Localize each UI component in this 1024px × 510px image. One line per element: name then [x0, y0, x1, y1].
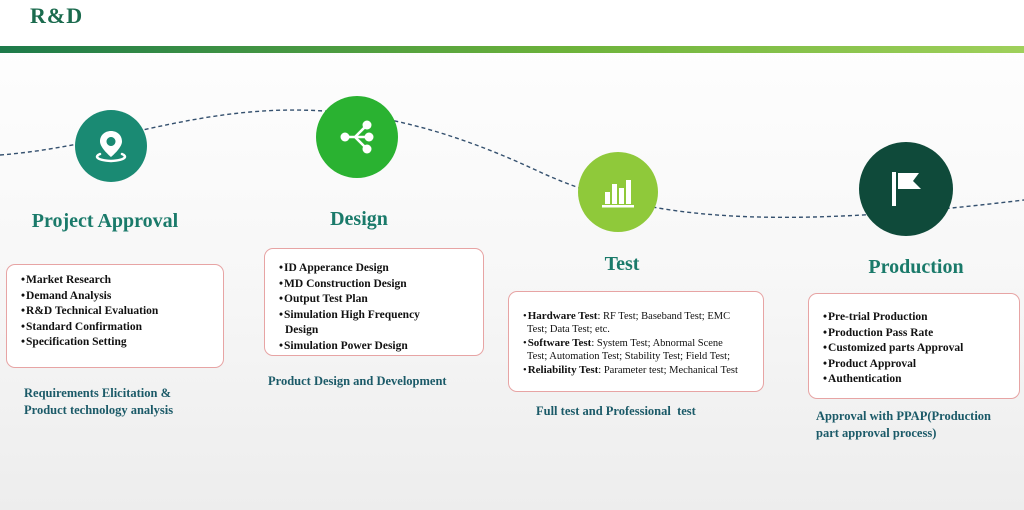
production-title: Production [868, 256, 964, 278]
production-list: •Pre-trial Production •Production Pass R… [823, 310, 1009, 388]
design-list: •ID Apperance Design •MD Construction De… [279, 261, 473, 354]
test-node [578, 152, 658, 232]
list-item: •Simulation Power Design [279, 339, 408, 352]
list-item: •Product Approval [823, 357, 917, 370]
flag-icon [892, 172, 921, 206]
location-pin-icon [95, 131, 127, 163]
test-box: •Hardware Test: RF Test; Baseband Test; … [508, 291, 764, 392]
header: R&D [0, 0, 1024, 48]
share-nodes-icon [340, 120, 374, 154]
list-item: •Production Pass Rate [823, 326, 934, 339]
bar-chart-icon [602, 180, 634, 208]
test-title: Test [604, 253, 640, 275]
project-approval-box: •Market Research •Demand Analysis •R&D T… [6, 264, 224, 368]
project-approval-caption: Requirements Elicitation & Product techn… [24, 386, 174, 417]
list-item: •Hardware Test: RF Test; Baseband Test; … [523, 310, 731, 335]
project-approval-title: Project Approval [31, 210, 179, 232]
header-divider-bar [0, 46, 1024, 53]
production-caption: Approval with PPAP(Production part appro… [816, 409, 992, 440]
list-item: •Pre-trial Production [823, 311, 928, 323]
list-item: •Standard Confirmation [21, 320, 143, 333]
list-item: •Output Test Plan [279, 293, 368, 305]
list-item: •Specification Setting [21, 336, 127, 348]
list-item: •Market Research [21, 274, 112, 286]
design-caption: Product Design and Development [268, 374, 447, 388]
test-list: •Hardware Test: RF Test; Baseband Test; … [523, 310, 753, 377]
design-title: Design [330, 208, 388, 230]
page-title: R&D [30, 3, 84, 28]
list-item: •Software Test: System Test; Abnormal Sc… [523, 337, 730, 362]
list-item: •MD Construction Design [279, 277, 407, 290]
list-item: •Reliability Test: Parameter test; Mecha… [523, 364, 738, 376]
list-item: •Authentication [823, 373, 902, 385]
design-box: •ID Apperance Design •MD Construction De… [264, 248, 484, 356]
list-item: •Demand Analysis [21, 289, 112, 302]
list-item: •R&D Technical Evaluation [21, 305, 159, 317]
project-approval-list: •Market Research •Demand Analysis •R&D T… [21, 273, 213, 351]
list-item: •Customized parts Approval [823, 342, 964, 354]
test-caption: Full test and Professional test [536, 404, 696, 418]
list-item: •Simulation High Frequency [279, 308, 420, 321]
design-node [316, 96, 398, 178]
project-approval-node [75, 110, 147, 182]
production-box: •Pre-trial Production •Production Pass R… [808, 293, 1020, 399]
list-item: Design [285, 324, 319, 336]
list-item: •ID Apperance Design [279, 262, 389, 274]
production-node [859, 142, 953, 236]
